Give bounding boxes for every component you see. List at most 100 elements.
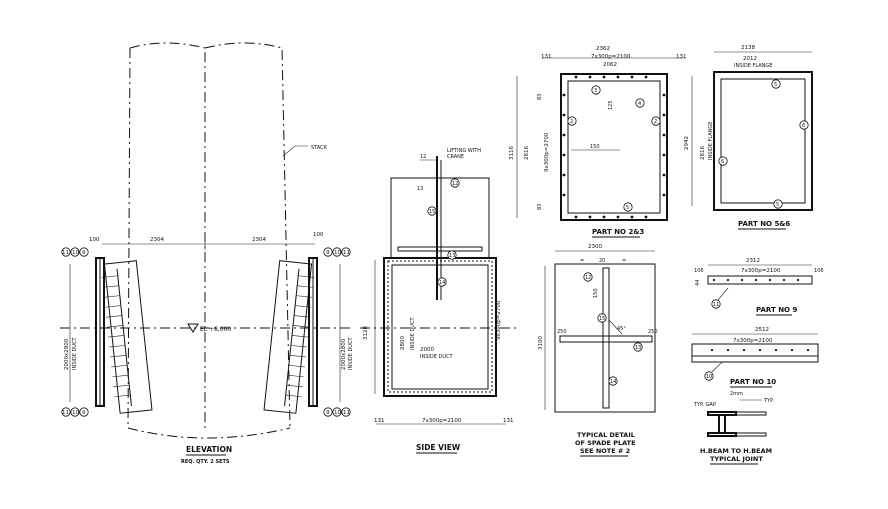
balloon bbox=[711, 299, 721, 309]
dim-2304-left: 2304 bbox=[150, 237, 164, 243]
dim-2000-side: 2000 bbox=[420, 347, 434, 353]
dim-2012: 2012 bbox=[743, 56, 757, 62]
damper-blade bbox=[284, 268, 300, 407]
balloon bbox=[70, 407, 80, 417]
part56-outer bbox=[713, 71, 813, 211]
inside-duct-side-h: INSIDE DUCT bbox=[420, 354, 453, 360]
balloon bbox=[437, 277, 447, 287]
balloon bbox=[332, 407, 342, 417]
side-frame-outer bbox=[383, 257, 497, 397]
balloon-14: 14 bbox=[439, 280, 445, 286]
balloon-9: 9 bbox=[326, 250, 330, 256]
balloon bbox=[704, 371, 714, 381]
upper-plate-outline bbox=[390, 177, 490, 259]
typ-label: TYP. bbox=[763, 398, 774, 404]
damper-body bbox=[263, 260, 313, 414]
dim-83-bottom: 83 bbox=[537, 204, 543, 210]
part56-title: PART NO 5&6 bbox=[738, 220, 790, 228]
balloon bbox=[70, 247, 80, 257]
dim-3116: 3116 bbox=[509, 146, 515, 160]
dim-2816: 2816 bbox=[524, 146, 530, 160]
dim-83-top: 83 bbox=[537, 94, 543, 100]
balloon bbox=[591, 85, 601, 95]
dim-2304-right: 2304 bbox=[252, 237, 266, 243]
dim-3128: 3128 bbox=[363, 326, 369, 340]
damper-vanes bbox=[285, 275, 315, 398]
balloon bbox=[61, 247, 71, 257]
gap-2mm: 2mm bbox=[730, 391, 743, 397]
side-mark-12: 12 bbox=[420, 154, 426, 160]
dim-150-part23: 150 bbox=[590, 144, 600, 150]
balloon-10: 10 bbox=[334, 410, 341, 416]
balloon-12: 12 bbox=[452, 181, 458, 187]
balloon bbox=[447, 250, 457, 260]
balloon bbox=[427, 206, 437, 216]
dim-100-left: 100 bbox=[89, 237, 100, 243]
balloon bbox=[61, 407, 71, 417]
balloon-11: 11 bbox=[343, 250, 350, 256]
dim-9x300-part23: 9x300p=2700 bbox=[544, 132, 550, 172]
balloon bbox=[651, 116, 661, 126]
hbeam-adjacent-flange bbox=[735, 411, 767, 416]
balloon bbox=[608, 376, 618, 386]
balloon bbox=[450, 178, 460, 188]
dim-7x300-part10: 7x300p=2100 bbox=[733, 338, 773, 344]
dim-3100: 3100 bbox=[538, 336, 544, 350]
side-view-title: SIDE VIEW bbox=[416, 443, 461, 452]
balloon bbox=[567, 116, 577, 126]
angle-leader bbox=[608, 319, 623, 335]
inside-flange-side: INSIDE FLANGE bbox=[708, 122, 714, 160]
balloon-3: 3 bbox=[594, 88, 597, 94]
dim-7x300-part23: 7x300p=2100 bbox=[591, 54, 631, 60]
balloon bbox=[341, 247, 351, 257]
balloon-10: 10 bbox=[72, 410, 79, 416]
spade-vertical-plate bbox=[602, 267, 610, 409]
lifting-label-2: CRANE bbox=[447, 154, 464, 160]
balloon-14-spade: 14 bbox=[610, 379, 616, 385]
dim-45-degree: 45° bbox=[617, 326, 626, 332]
elevation-marker-icon bbox=[187, 323, 199, 333]
inside-duct-right: INSIDE DUCT bbox=[348, 337, 354, 370]
balloon-11: 11 bbox=[62, 410, 69, 416]
balloon-2-left: 2 bbox=[570, 119, 573, 125]
elevation-title: ELEVATION bbox=[186, 445, 232, 454]
dim-7x300-side: 7x300p=2100 bbox=[422, 418, 462, 424]
dim-44: 44 bbox=[695, 280, 701, 286]
inside-duct-side-v: INSIDE DUCT bbox=[410, 317, 416, 350]
dim-131-p23-right: 131 bbox=[676, 54, 687, 60]
part9-title: PART NO 9 bbox=[756, 306, 797, 314]
dim-2512: 2512 bbox=[755, 327, 769, 333]
balloon-11-part9: 11 bbox=[713, 302, 719, 308]
dim-2312: 2312 bbox=[746, 258, 760, 264]
balloon-13: 13 bbox=[449, 253, 455, 259]
hole-leader bbox=[711, 361, 723, 373]
dim-9x300-side: 9x300p=2700 bbox=[496, 300, 502, 340]
balloon-5: 5 bbox=[626, 205, 629, 211]
balloon-11: 11 bbox=[343, 410, 350, 416]
dim-2000x2800-right: 2000x2800 bbox=[341, 338, 347, 370]
part9-holes bbox=[712, 278, 800, 282]
balloon-13-spade: 13 bbox=[635, 345, 641, 351]
dim-131-left: 131 bbox=[374, 418, 385, 424]
part-2-3-view: 2362 7x300p=2100 131 131 2062 3116 2816 … bbox=[509, 46, 687, 238]
balloon bbox=[583, 272, 593, 282]
elevation-balloons: 11 10 9 11 10 9 9 10 11 9 10 11 bbox=[61, 247, 351, 417]
hbeam-flange-bottom bbox=[707, 432, 737, 437]
balloon-15: 15 bbox=[429, 209, 435, 215]
bolt-circle bbox=[387, 260, 493, 393]
spade-title-1: TYPICAL DETAIL bbox=[577, 431, 635, 439]
spade-horizontal-plate bbox=[559, 335, 653, 343]
balloon-5-bottom: 5 bbox=[776, 202, 779, 208]
dim-2942: 2942 bbox=[684, 136, 690, 150]
balloon-10-part10: 10 bbox=[706, 374, 712, 380]
balloon bbox=[332, 247, 342, 257]
typ-gap-label: TYP. GAP. bbox=[693, 402, 717, 408]
elevation-label: EL +8,000 bbox=[200, 326, 231, 333]
hbeam-joint-view: 2mm TYP. GAP. TYP. H.BEAM TO H.BEAM TYPI… bbox=[693, 391, 774, 465]
dim-250-left: 250 bbox=[557, 329, 567, 335]
dim-125: 125 bbox=[608, 100, 614, 110]
stack-leader bbox=[282, 145, 308, 157]
hbeam-web bbox=[718, 414, 726, 434]
balloon-9: 9 bbox=[82, 410, 86, 416]
